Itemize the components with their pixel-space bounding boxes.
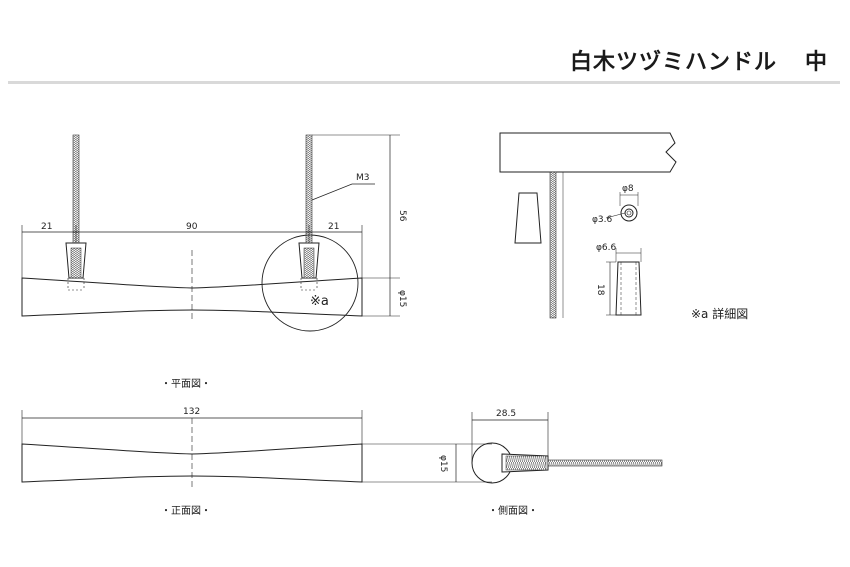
title-rule	[8, 81, 840, 84]
detail-dia-insert: φ6.6	[596, 243, 617, 253]
detail-view	[499, 132, 677, 319]
plan-dim-height: 56	[397, 210, 407, 222]
plan-thread-leader	[311, 183, 375, 201]
front-caption: ・正面図・	[161, 505, 211, 517]
plan-dim-center: 90	[186, 222, 198, 232]
front-dim-length: 132	[183, 407, 200, 417]
product-name: 白木ツヅミハンドル	[569, 50, 777, 75]
plan-dim-left: 21	[41, 222, 52, 232]
detail-insert-side	[615, 261, 642, 316]
side-bolt	[547, 459, 663, 467]
detail-dia-outer: φ8	[622, 184, 634, 194]
front-view	[21, 410, 492, 490]
detail-board	[499, 132, 677, 173]
plan-dim-right: 21	[328, 222, 339, 232]
side-view	[455, 412, 663, 484]
detail-length: 18	[595, 284, 605, 296]
detail-caption: ※a 詳細図	[691, 306, 748, 321]
side-dim-width: 28.5	[496, 409, 516, 419]
product-size: 中	[804, 50, 828, 75]
detail-dia-inner: φ3.6	[592, 215, 613, 225]
plan-thread-label: M3	[356, 173, 370, 183]
plan-view	[21, 134, 400, 332]
plan-dim-dia: φ15	[397, 290, 407, 307]
detail-ring-inner	[624, 208, 634, 218]
plan-detail-circle	[261, 234, 359, 332]
detail-insert-left	[514, 192, 542, 244]
side-caption: ・側面図・	[488, 504, 538, 517]
detail-ring-outer	[620, 204, 638, 222]
detail-bolt	[549, 171, 557, 319]
side-dim-dia: φ15	[438, 455, 448, 472]
plan-caption: ・平面図・	[161, 378, 211, 390]
page-title: 白木ツヅミハンドル 中	[570, 44, 828, 76]
plan-detail-mark: ※a	[310, 294, 329, 309]
